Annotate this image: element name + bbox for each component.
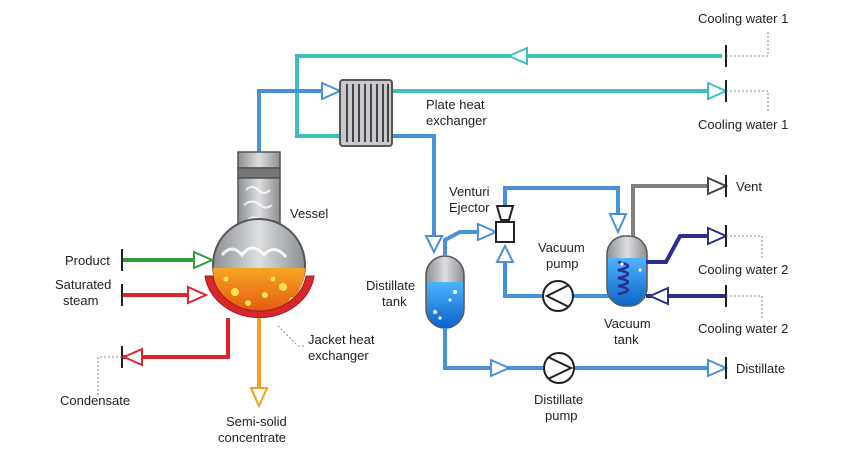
vapour-inlet-arrow [321,81,343,101]
label-cooling-water-1-bottom: Cooling water 1 [698,117,788,132]
label-distillate-tank-2: tank [382,294,407,309]
distillate-tank [425,255,465,329]
label-cooling-water-1-top: Cooling water 1 [698,11,788,26]
venturi-ejector [495,205,515,243]
cooling-water-1-out-arrow [707,81,729,101]
label-vacuum-pump-2: pump [546,256,579,271]
label-distillate-pump-1: Distillate [534,392,583,407]
condensate-pipe [122,318,230,359]
label-distillate-tank-1: Distillate [366,278,415,293]
label-vacuum-pump-1: Vacuum [538,240,585,255]
steam-arrow [187,285,209,305]
label-semi-solid: Semi-solid [226,414,287,429]
label-condensate: Condensate [60,393,130,408]
distillate-arrow-2 [707,358,729,378]
label-steam: steam [63,293,98,308]
label-saturated: Saturated [55,277,111,292]
product-arrow [193,250,215,270]
vacuum-tank [606,235,648,307]
vacuum-tank-inlet-arrow [608,213,628,235]
distillate-arrow-1 [490,358,512,378]
label-product: Product [65,253,110,268]
label-distillate: Distillate [736,361,785,376]
label-vacuum-tank-1: Vacuum [604,316,651,331]
label-cooling-water-2-bottom: Cooling water 2 [698,321,788,336]
label-concentrate: concentrate [218,430,286,445]
cooling-water-2-in-arrow [647,286,669,306]
condensate-arrow [121,347,143,367]
vessel [212,151,306,314]
label-venturi: Venturi [449,184,490,199]
label-jacket-heat-exchanger-1: Jacket heat [308,332,375,347]
label-plate-heat-exchanger-2: exchanger [426,113,487,128]
cooling-water-1-return-arrow [506,46,528,66]
label-jacket-heat-exchanger-2: exchanger [308,348,369,363]
ejector-up-arrow [495,243,515,263]
cooling-water-2-out-arrow [707,226,729,246]
label-vessel: Vessel [290,206,328,221]
plate-heat-exchanger [339,79,393,147]
vapour-pipe [257,89,436,250]
label-distillate-pump-2: pump [545,408,578,423]
ejector-inlet-arrow [477,222,499,242]
condensate-down-arrow [424,235,444,255]
distillate-pump [543,352,575,384]
label-ejector: Ejector [449,200,490,215]
label-plate-heat-exchanger-1: Plate heat [426,97,485,112]
label-vent: Vent [736,179,762,194]
jacket-heat-exchanger [204,275,315,319]
concentrate-arrow [249,387,269,409]
vent-pipe [631,184,722,236]
cooling-water-2-out-pipe [646,234,722,264]
vent-arrow [707,176,729,196]
vacuum-pump [542,280,574,312]
label-vacuum-tank-2: tank [614,332,639,347]
vacuum-loop-pipe [503,186,620,298]
label-cooling-water-2-top: Cooling water 2 [698,262,788,277]
